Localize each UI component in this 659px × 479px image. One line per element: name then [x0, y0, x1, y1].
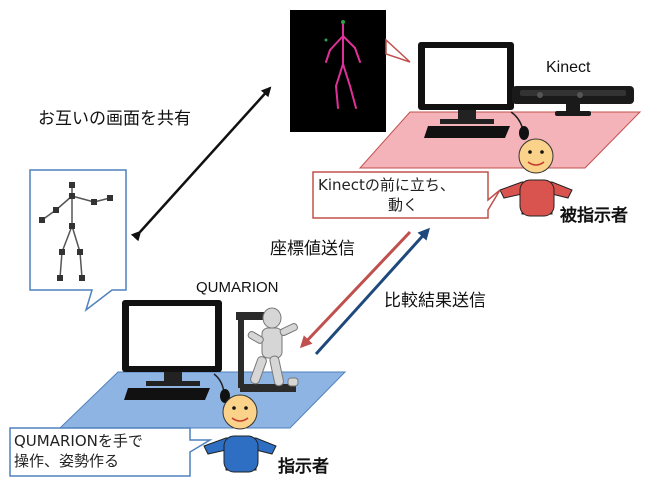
compare-label: 比較結果送信: [384, 291, 486, 311]
kinect-skeleton-screen: [290, 10, 386, 132]
instructor-label: 指示者: [278, 457, 329, 477]
trainee-bubble-line1: Kinectの前に立ち、: [318, 176, 455, 194]
trainee-bubble-text: Kinectの前に立ち、 動く: [318, 175, 455, 215]
instructor-mouse: [213, 373, 230, 403]
shared-skeleton-screen: [29, 169, 127, 313]
instructor-bubble-line1: QUMARIONを手で: [14, 432, 143, 450]
coords-send-arrow: [299, 230, 412, 349]
trainee-monitor: [418, 42, 514, 124]
trainee-keyboard: [424, 126, 510, 138]
instructor-keyboard: [124, 388, 210, 400]
instructor-speech-bubble: [9, 427, 213, 477]
instructor-bubble-text: QUMARIONを手で 操作、姿勢作る: [14, 431, 143, 471]
kinect-screen-callout-tail: [385, 38, 411, 63]
trainee-floor: [358, 111, 642, 169]
qumarion-doll: [236, 307, 299, 392]
instructor-person: [203, 394, 277, 473]
compare-send-arrow: [314, 227, 431, 356]
instructor-monitor: [122, 300, 222, 386]
share-arrow: [130, 86, 272, 242]
trainee-person: [499, 138, 573, 217]
kinect-label: Kinect: [546, 59, 591, 76]
trainee-label: 被指示者: [560, 206, 628, 226]
trainee-speech-bubble: [312, 171, 501, 219]
share-label: お互いの画面を共有: [38, 109, 191, 129]
qumarion-label: QUMARION: [196, 279, 279, 296]
trainee-bubble-line2: 動く: [388, 196, 419, 214]
trainee-mouse: [510, 111, 529, 140]
coords-label: 座標値送信: [270, 239, 355, 259]
kinect-sensor: [512, 86, 634, 116]
instructor-bubble-line2: 操作、姿勢作る: [14, 452, 120, 470]
